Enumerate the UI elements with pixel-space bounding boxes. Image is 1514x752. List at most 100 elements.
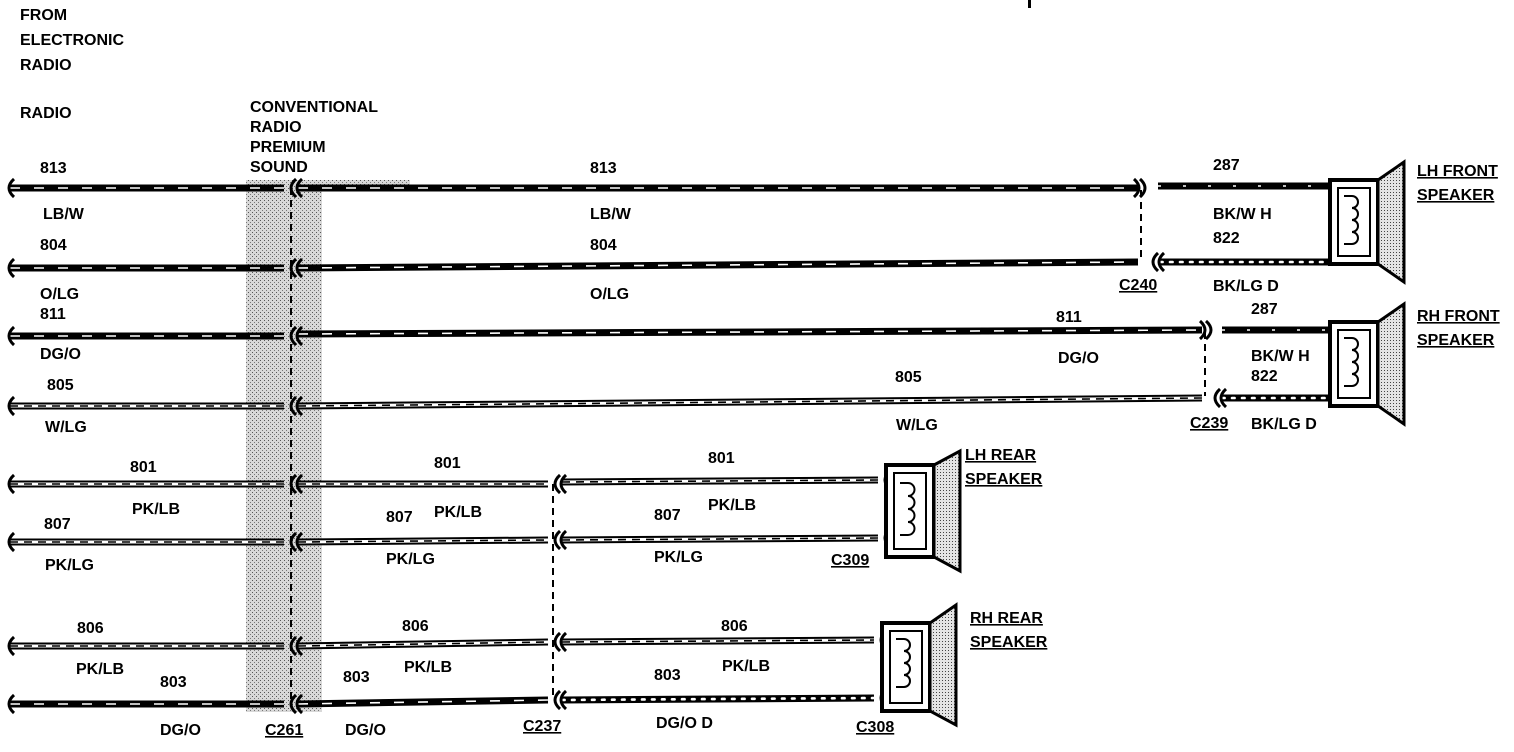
circuit-807-radio-number: 807 <box>44 516 71 533</box>
c240-804-connector <box>1151 251 1166 273</box>
svg-text:RADIO: RADIO <box>20 57 72 74</box>
c239-811-connector <box>1198 319 1213 341</box>
circuit-803-radio-color: DG/O <box>160 722 201 739</box>
circuit-804-radio-color: O/LG <box>40 286 79 303</box>
rh-rear-speaker-icon <box>880 602 958 728</box>
c261-804-connector <box>289 257 304 279</box>
circuit-805-radio-number: 805 <box>47 377 74 394</box>
wire-804-main <box>297 258 1139 272</box>
circuit-811-main-color: DG/O <box>1058 350 1099 367</box>
svg-text:FROM: FROM <box>20 7 67 24</box>
circuit-807-mid-number: 807 <box>386 509 413 526</box>
wire-803-mid <box>297 696 549 708</box>
from-electronic-radio-label: FROM ELECTRONIC RADIO <box>20 7 124 74</box>
radio-end-803 <box>7 693 16 715</box>
svg-text:SPEAKER: SPEAKER <box>1417 187 1495 204</box>
circuit-801-rear-number: 801 <box>708 450 735 467</box>
svg-text:SPEAKER: SPEAKER <box>965 471 1043 488</box>
circuit-287-rh-color: BK/W H <box>1251 348 1310 365</box>
circuit-803-mid-color: DG/O <box>345 722 386 739</box>
svg-text:SOUND: SOUND <box>250 159 308 176</box>
circuit-803-rear-number: 803 <box>654 667 681 684</box>
c261-811-connector <box>289 325 304 347</box>
lh-rear-speaker-icon <box>884 448 962 574</box>
c261-813-connector <box>289 177 304 199</box>
circuit-287-lh-number: 287 <box>1213 157 1240 174</box>
c239-805-connector <box>1213 387 1228 409</box>
circuit-813-main-number: 813 <box>590 160 617 177</box>
connector-c237-label: C237 <box>523 718 561 735</box>
svg-text:PREMIUM: PREMIUM <box>250 139 326 156</box>
circuit-806-rear-number: 806 <box>721 618 748 635</box>
radio-end-806 <box>7 635 16 657</box>
circuit-803-rear-color: DG/O D <box>656 715 713 732</box>
circuit-804-radio-number: 804 <box>40 237 67 254</box>
radio-end-801 <box>7 473 16 495</box>
c261-806-connector <box>289 635 304 657</box>
radio-end-813 <box>7 177 16 199</box>
circuit-807-radio-color: PK/LG <box>45 557 94 574</box>
connector-c240-label: C240 <box>1119 277 1157 294</box>
circuit-813-radio-color: LB/W <box>43 206 85 223</box>
circuit-822-lh-number: 822 <box>1213 230 1240 247</box>
circuit-807-rear-number: 807 <box>654 507 681 524</box>
circuit-805-main-number: 805 <box>895 369 922 386</box>
c261-807-connector <box>289 531 304 553</box>
connector-tie-lines <box>290 188 1206 706</box>
circuit-801-mid-number: 801 <box>434 455 461 472</box>
svg-text:LH FRONT: LH FRONT <box>1417 163 1498 180</box>
rh-front-speaker-icon <box>1328 301 1406 427</box>
conventional-radio-premium-sound-label: CONVENTIONAL RADIO PREMIUM SOUND <box>250 99 378 176</box>
wire-807-lh-rear <box>561 534 879 544</box>
svg-text:RH FRONT: RH FRONT <box>1417 308 1500 325</box>
wire-811-main <box>297 326 1203 338</box>
c261-805-connector <box>289 395 304 417</box>
top-tick-mark <box>1028 0 1031 8</box>
circuit-822-rh-color: BK/LG D <box>1251 416 1317 433</box>
c237-803-connector <box>553 689 568 711</box>
circuit-811-radio-color: DG/O <box>40 346 81 363</box>
circuit-803-mid-number: 803 <box>343 669 370 686</box>
svg-text:SPEAKER: SPEAKER <box>1417 332 1495 349</box>
wire-805-main <box>297 394 1203 410</box>
circuit-801-mid-color: PK/LB <box>434 504 482 521</box>
svg-text:LH REAR: LH REAR <box>965 447 1037 464</box>
circuit-811-main-number: 811 <box>1056 309 1082 326</box>
wire-807-mid <box>297 536 549 546</box>
premium-sound-shaded-header <box>246 180 410 188</box>
circuit-805-radio-color: W/LG <box>45 419 87 436</box>
circuit-806-radio-color: PK/LB <box>76 661 124 678</box>
circuit-822-lh-color: BK/LG D <box>1213 278 1279 295</box>
circuit-801-radio-color: PK/LB <box>132 501 180 518</box>
wire-806-rh-rear <box>561 636 875 646</box>
circuit-822-rh-number: 822 <box>1251 368 1278 385</box>
c237-801-connector <box>553 473 568 495</box>
connector-c239-label: C239 <box>1190 415 1228 432</box>
circuit-801-radio-number: 801 <box>130 459 157 476</box>
circuit-801-rear-color: PK/LB <box>708 497 756 514</box>
lh-front-speaker-icon <box>1328 159 1406 285</box>
connector-c309-label: C309 <box>831 552 869 569</box>
svg-text:SPEAKER: SPEAKER <box>970 634 1048 651</box>
circuit-806-rear-color: PK/LB <box>722 658 770 675</box>
radio-label: RADIO <box>20 105 72 122</box>
svg-text:RADIO: RADIO <box>250 119 302 136</box>
circuit-806-mid-color: PK/LB <box>404 659 452 676</box>
circuit-287-rh-number: 287 <box>1251 301 1278 318</box>
circuit-813-main-color: LB/W <box>590 206 632 223</box>
rh-rear-speaker-label: RH REAR SPEAKER <box>970 610 1048 651</box>
svg-text:CONVENTIONAL: CONVENTIONAL <box>250 99 378 116</box>
radio-end-805 <box>7 395 16 417</box>
circuit-803-radio-number: 803 <box>160 674 187 691</box>
c240-813-connector <box>1132 177 1147 199</box>
wire-801-lh-rear <box>561 476 879 486</box>
circuit-805-main-color: W/LG <box>896 417 938 434</box>
circuit-804-main-color: O/LG <box>590 286 629 303</box>
c237-807-connector <box>553 529 568 551</box>
radio-end-804 <box>7 257 16 279</box>
circuit-804-main-number: 804 <box>590 237 617 254</box>
c237-806-connector <box>553 631 568 653</box>
wire-806-mid <box>297 638 549 650</box>
premium-sound-shaded-region <box>246 182 322 712</box>
